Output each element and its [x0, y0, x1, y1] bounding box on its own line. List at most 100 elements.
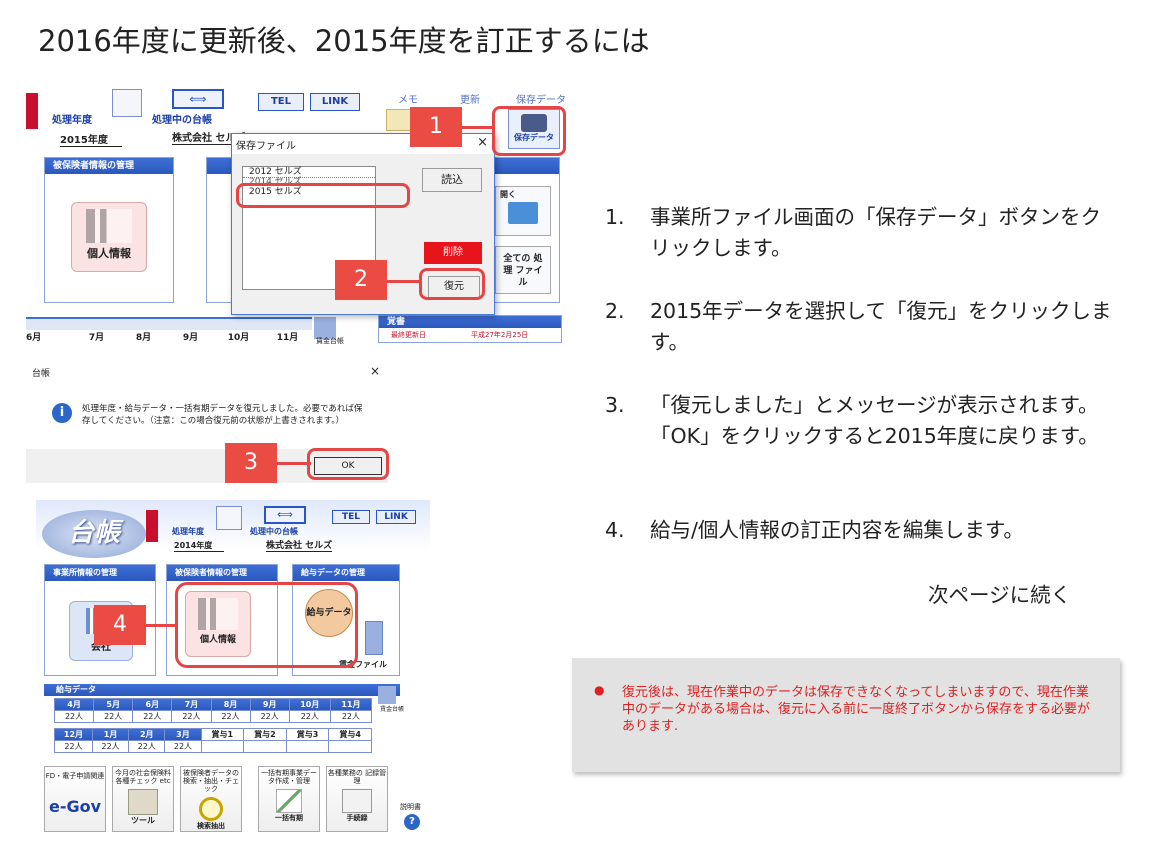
tel-button[interactable]: TEL [332, 510, 370, 524]
insured-panel-title: 被保険者情報の管理 [45, 158, 173, 174]
highlight-restore [419, 268, 485, 300]
insured-panel-title: 被保険者情報の管理 [167, 565, 277, 581]
month-tab[interactable]: 11月 [276, 333, 299, 343]
tools-label: ツール [131, 816, 155, 825]
step-text: 2015年データを選択して「復元」をクリックします。 [650, 299, 1112, 354]
wage-ledger-label: 賃金台帳 [316, 337, 344, 345]
update-label: 更新 [460, 95, 480, 106]
message-close-button[interactable]: × [369, 364, 380, 378]
bulk-caption: 一括有期事業デー タ作成・管理 [261, 769, 317, 785]
search-caption: 被保険者データの 検索・抽出・チェック [183, 769, 239, 793]
read-button[interactable]: 読込 [422, 168, 482, 192]
bonus-cell[interactable]: 賞与3 [285, 728, 330, 741]
month-cell[interactable]: 11月 [329, 698, 373, 711]
month-cell[interactable]: 5月 [93, 698, 134, 711]
procedure-caption: 各種業務の 記録管理 [327, 769, 387, 785]
month-tab[interactable]: 9月 [182, 333, 199, 343]
salary-panel-title: 給与データの管理 [293, 565, 399, 581]
month-tab[interactable]: 7月 [88, 333, 105, 343]
info-icon: i [52, 403, 72, 423]
month-cell[interactable]: 2月 [128, 728, 166, 741]
month-cell[interactable]: 4月 [53, 698, 95, 711]
note-text: 復元後は、現在作業中のデータは保存できなくなってしまいますので、現在作業中のデー… [622, 685, 1091, 734]
count-cell [200, 740, 245, 753]
link-button[interactable]: LINK [310, 93, 360, 111]
month-cell[interactable]: 3月 [164, 728, 202, 741]
calendar-icon [112, 89, 142, 117]
dialog-close-button[interactable]: × [477, 135, 488, 150]
delete-button[interactable]: 削除 [424, 242, 482, 264]
open-button[interactable]: 開く [495, 186, 551, 236]
personal-info-label: 個人情報 [199, 635, 236, 645]
search-extract-button[interactable]: 被保険者データの 検索・抽出・チェック 検索抽出 [180, 766, 242, 832]
procedure-log-button[interactable]: 各種業務の 記録管理 手続録 [326, 766, 388, 832]
help-icon[interactable]: ? [404, 814, 420, 830]
dialog-title: 保存ファイル [236, 141, 296, 152]
ledger-label: 処理中の台帳 [250, 527, 298, 536]
screenshot-office-file: 処理年度 処理中の台帳 ⟺ TEL LINK 2015年度 株式会社 セルズ メ… [26, 85, 566, 347]
month-cell[interactable]: 9月 [249, 698, 290, 711]
save-data-button[interactable]: 保存データ [508, 109, 560, 149]
arrows-icon[interactable]: ⟺ [172, 89, 224, 109]
insured-panel: 被保険者情報の管理 個人情報 [44, 157, 174, 303]
month-cell[interactable]: 1月 [91, 728, 130, 741]
link-button[interactable]: LINK [376, 510, 416, 524]
personal-info-button[interactable]: 個人情報 [71, 202, 147, 272]
bonus-cell[interactable]: 賞与1 [200, 728, 245, 741]
month-cell[interactable]: 8月 [210, 698, 251, 711]
calendar-icon [216, 506, 242, 530]
message-text: 処理年度・給与データ・一括有期データを復元しました。必要であれば保存してください… [82, 404, 363, 426]
file-list-item[interactable]: 2014 セルズ [249, 177, 302, 187]
month-cell[interactable]: 10月 [288, 698, 331, 711]
personal-info-button[interactable]: 個人情報 [185, 591, 251, 657]
tools-button[interactable]: 今月の社会保険料 各種チェック etc ツール [112, 766, 174, 832]
arrows-icon[interactable]: ⟺ [264, 506, 306, 524]
count-cell: 22人 [164, 740, 202, 753]
egov-button[interactable]: FD・電子申請関連 e-Gov [44, 766, 106, 832]
bonus-cell[interactable]: 賞与4 [328, 728, 372, 741]
right-panel: 開く 全ての 処理 ファイル [488, 157, 560, 303]
step-number: 2. [605, 299, 625, 323]
open-label: 開く [500, 190, 516, 199]
folder-icon [508, 202, 538, 224]
file-list-item[interactable]: 2015 セルズ [249, 187, 302, 197]
bulk-label: 一括有期 [275, 814, 303, 822]
month-cell[interactable]: 7月 [171, 698, 212, 711]
bonus-cell[interactable]: 賞与2 [243, 728, 287, 741]
company-name: 株式会社 セルズ [266, 538, 333, 552]
step-number: 4. [605, 518, 625, 542]
month-tab[interactable]: 10月 [227, 333, 250, 343]
ledger-label: 処理中の台帳 [152, 115, 212, 126]
step-badge-3: 3 [225, 443, 277, 483]
year-label: 処理年度 [172, 527, 204, 536]
last-update-label: 最終更新日 [391, 331, 426, 339]
screenshot-ledger-main: 台帳 処理年度 処理中の台帳 ⟺ TEL LINK 2014年度 株式会社 セル… [36, 500, 430, 840]
all-files-button[interactable]: 全ての 処理 ファイル [495, 246, 551, 294]
memo-panel-title: 覚書 [379, 316, 561, 328]
page-title: 2016年度に更新後、2015年度を訂正するには [38, 24, 650, 58]
salary-data-header: 給与データ [44, 684, 400, 696]
wage-file-label: 賃金ファイル [339, 660, 387, 669]
search-label: 検索抽出 [197, 822, 225, 830]
file-list-item[interactable]: 2012 セルズ [243, 167, 375, 178]
month-tab[interactable]: 8月 [135, 333, 152, 343]
person-desk-icon [86, 209, 132, 243]
month-cell[interactable]: 12月 [54, 728, 93, 741]
ok-button[interactable]: OK [314, 457, 382, 475]
app-logo: 台帳 [42, 510, 146, 558]
save-data-label: 保存データ [516, 95, 566, 106]
tel-button[interactable]: TEL [258, 93, 304, 111]
count-cell: 22人 [53, 710, 95, 723]
month-tab[interactable]: 6月 [26, 333, 42, 343]
company-label: 会社 [91, 642, 111, 653]
bulk-period-button[interactable]: 一括有期事業デー タ作成・管理 一括有期 [258, 766, 320, 832]
month-row: 6月 7月 8月 9月 10月 11月 [26, 330, 312, 343]
wage-ledger-label: 賃金台帳 [380, 706, 405, 713]
year-label: 処理年度 [52, 115, 92, 126]
magnifier-icon [199, 797, 223, 821]
month-cell[interactable]: 6月 [132, 698, 173, 711]
salary-data-button[interactable]: 給与データ [305, 589, 353, 637]
wage-ledger-icon [314, 317, 336, 339]
notebook-icon [342, 789, 372, 813]
count-cell: 22人 [93, 710, 134, 723]
